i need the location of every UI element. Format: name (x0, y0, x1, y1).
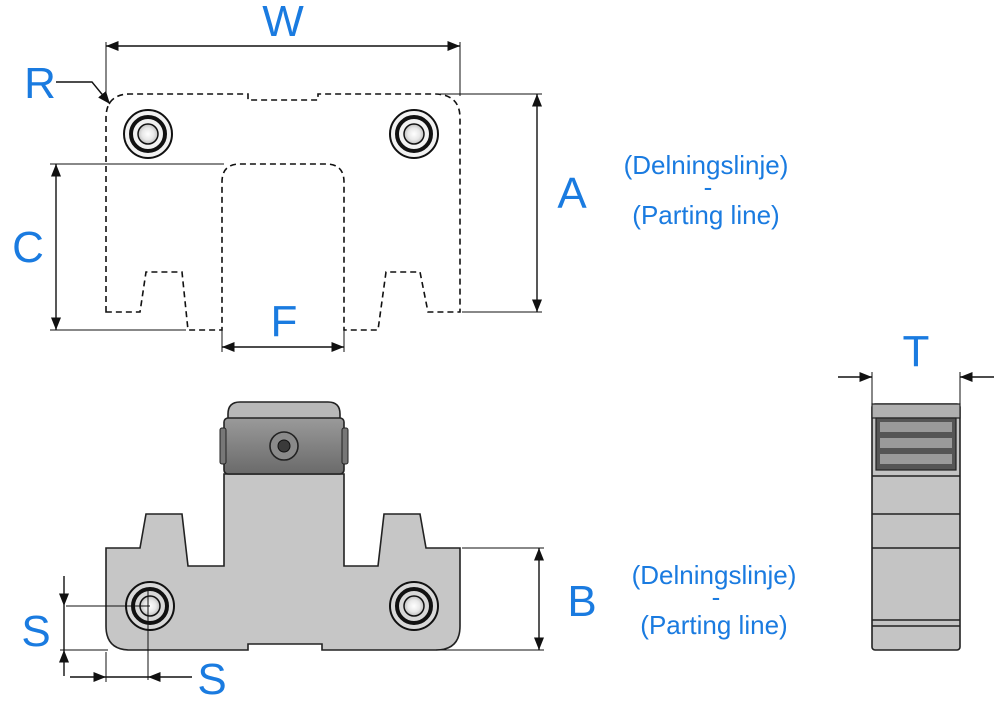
label-b: B (567, 577, 596, 626)
parting-line-note-bottom: (Delningslinje) - (Parting line) (632, 560, 797, 640)
label-a: A (557, 169, 587, 218)
note-top-line1: (Delningslinje) (624, 150, 789, 180)
label-r: R (24, 59, 56, 108)
front-hole-right (389, 581, 439, 631)
dimension-labels: W R A C F B S S T (12, 0, 929, 704)
parting-line-note-top: (Delningslinje) - (Parting line) (624, 150, 789, 230)
label-f: F (271, 297, 298, 346)
note-bottom-separator: - (712, 582, 721, 612)
front-view (58, 401, 545, 683)
label-t: T (903, 327, 930, 376)
r-leader-line (56, 81, 111, 105)
label-c: C (12, 223, 44, 272)
label-w: W (262, 0, 304, 46)
note-top-line2: (Parting line) (632, 200, 779, 230)
top-plate-outline (105, 93, 461, 331)
label-s-horizontal: S (197, 655, 226, 704)
top-view (50, 40, 543, 353)
side-view (838, 371, 994, 651)
front-block-top (227, 401, 341, 421)
top-hole-left (123, 109, 173, 159)
cap-screw-icon (269, 431, 299, 461)
note-top-separator: - (704, 172, 713, 202)
label-s-vertical: S (21, 607, 50, 656)
top-hole-right (389, 109, 439, 159)
note-bottom-line1: (Delningslinje) (632, 560, 797, 590)
note-bottom-line2: (Parting line) (640, 610, 787, 640)
